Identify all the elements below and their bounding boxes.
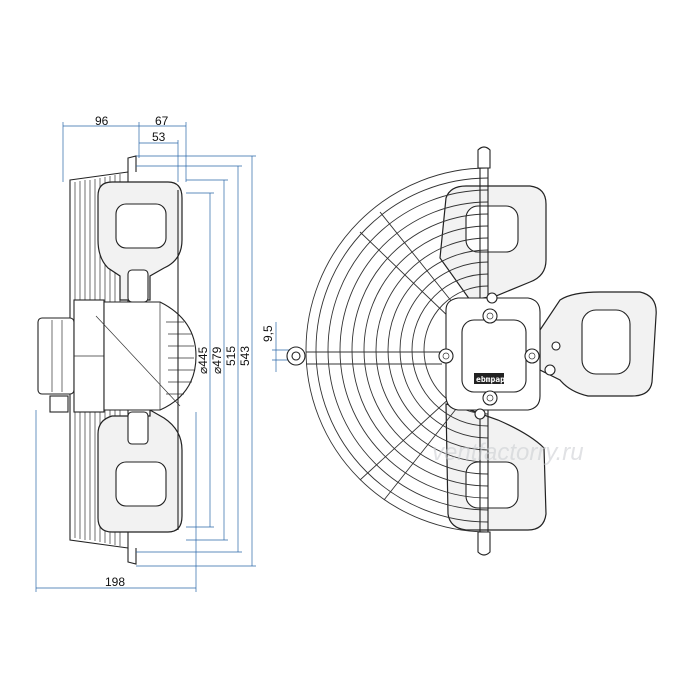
dim-543: 543 (238, 346, 252, 366)
mounting-bolts (438, 292, 561, 420)
front-guard-rings (305, 167, 489, 533)
brand-logo-text: ebmpapst (476, 375, 515, 384)
dimension-labels: 96 67 53 198 ⌀445 ⌀479 515 543 9,5 (95, 114, 275, 589)
bottom-lug (127, 548, 137, 565)
top-lug (127, 155, 137, 172)
dim-479: ⌀479 (210, 346, 224, 374)
dim-9-5: 9,5 (261, 325, 275, 342)
dim-515: 515 (224, 346, 238, 366)
front-view: ebmpapst (286, 146, 657, 556)
cable-gland (49, 395, 69, 413)
dim-96: 96 (95, 114, 109, 128)
dim-67: 67 (155, 114, 169, 128)
rotor-hub (103, 301, 197, 411)
side-blade-bottom-window (115, 461, 167, 507)
side-view (37, 155, 197, 565)
dim-445: ⌀445 (196, 346, 210, 374)
watermark: ventfactorry.ru (432, 439, 584, 466)
dimension-lines (35, 122, 290, 592)
motor-cap (37, 317, 75, 395)
brand-logo (474, 373, 504, 384)
dim-53: 53 (152, 130, 166, 144)
front-guard-spokes (306, 211, 461, 501)
side-blade-top-window (115, 203, 167, 249)
dim-198: 198 (105, 575, 125, 589)
